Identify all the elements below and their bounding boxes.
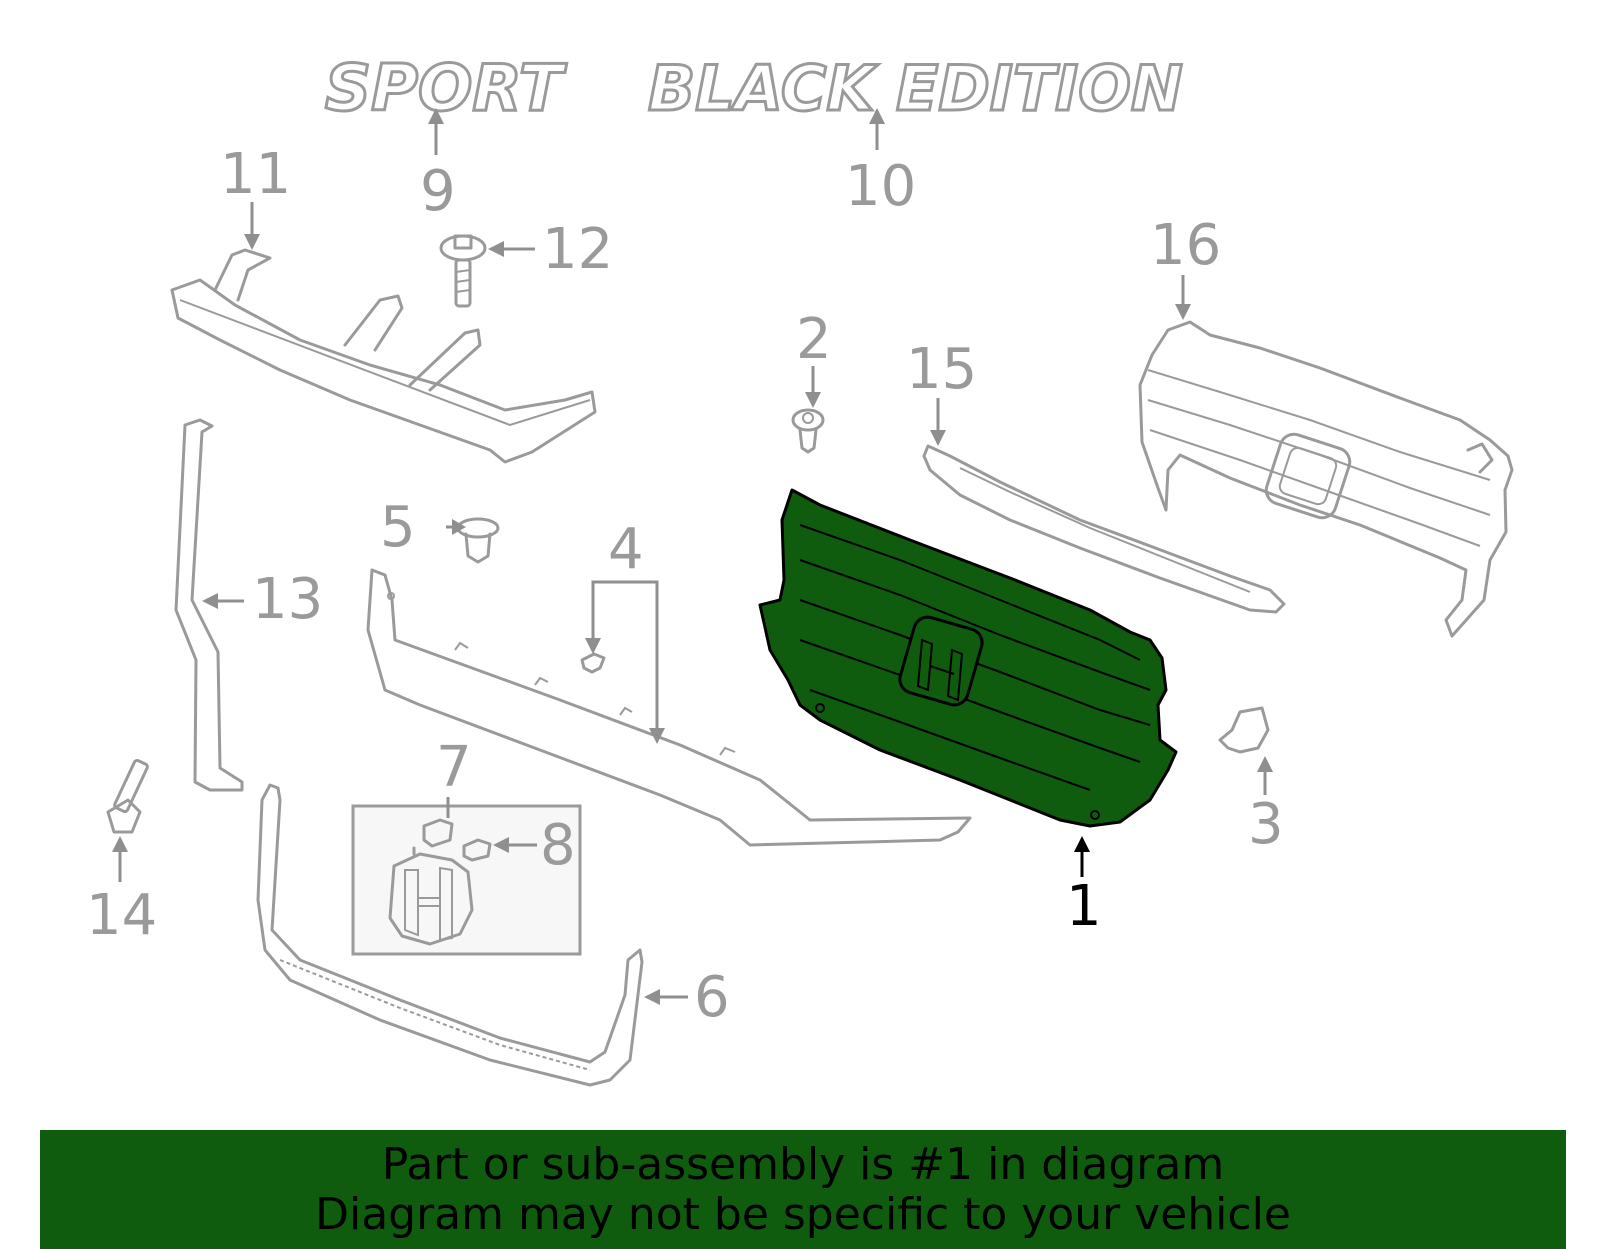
callout-10: 10	[845, 154, 916, 219]
callout-16: 16	[1150, 213, 1221, 278]
black-edition-emblem: BLACK EDITION	[648, 52, 1183, 125]
part-2-clip[interactable]	[791, 408, 825, 454]
callout-2: 2	[796, 307, 832, 372]
info-banner: Part or sub-assembly is #1 in diagram Di…	[40, 1130, 1566, 1249]
sport-emblem: SPORT	[325, 52, 567, 126]
parts-diagram: SPORT BLACK EDITION	[86, 51, 1514, 1087]
callout-14: 14	[86, 883, 157, 948]
callout-7: 7	[436, 735, 472, 800]
callout-11: 11	[220, 142, 291, 207]
part-11-upper-bracket[interactable]	[170, 248, 597, 464]
part-12-bolt[interactable]	[439, 234, 487, 308]
callout-12: 12	[542, 217, 613, 282]
callout-4: 4	[608, 517, 644, 582]
part-13-side-bracket[interactable]	[174, 418, 244, 792]
part-4-lower-garnish[interactable]	[366, 568, 972, 847]
part-3-bracket[interactable]	[1218, 706, 1270, 754]
part-16-grille-frame[interactable]	[1138, 320, 1514, 638]
callout-13: 13	[252, 567, 323, 632]
banner-line-2: Diagram may not be specific to your vehi…	[315, 1189, 1291, 1240]
part-14-bolt[interactable]	[106, 758, 149, 834]
part-6-lower-molding[interactable]	[256, 783, 644, 1087]
part-4-clip[interactable]	[580, 652, 606, 674]
part-7-emblem-box[interactable]	[351, 804, 582, 956]
callout-8: 8	[540, 813, 576, 878]
callout-6: 6	[694, 965, 730, 1030]
leader-lines	[112, 108, 1273, 1005]
part-15-upper-strip[interactable]	[922, 444, 1286, 614]
part-1-grille-highlighted[interactable]	[758, 488, 1178, 828]
callout-15: 15	[906, 337, 977, 402]
callout-3: 3	[1248, 792, 1284, 857]
callout-9: 9	[420, 159, 456, 224]
banner-line-1: Part or sub-assembly is #1 in diagram	[381, 1139, 1225, 1190]
callout-1: 1	[1066, 874, 1102, 939]
part-8-clip[interactable]	[422, 818, 492, 862]
part-5-clip[interactable]	[456, 517, 500, 564]
callout-5: 5	[380, 495, 416, 560]
